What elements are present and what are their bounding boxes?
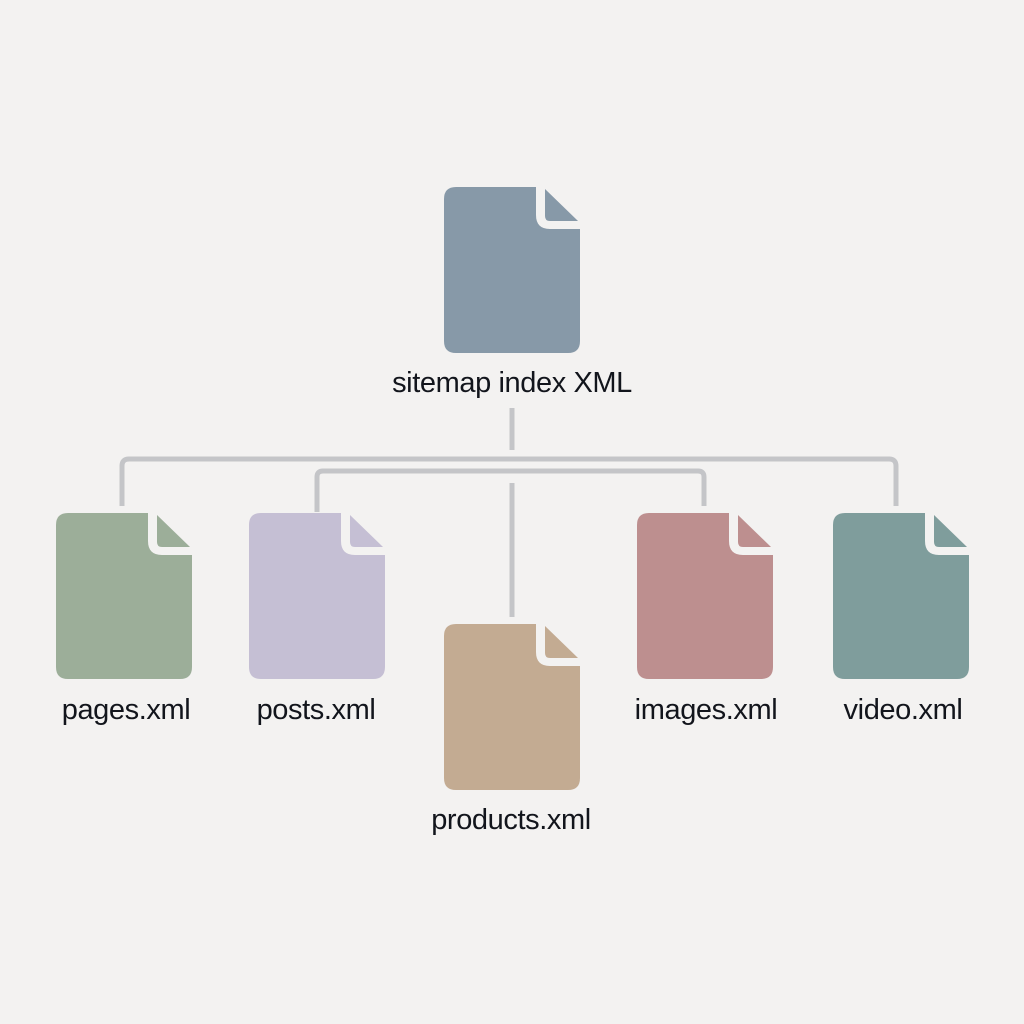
child-label-video: video.xml: [843, 694, 963, 726]
outer-branch-line: [119, 456, 899, 506]
file-icon: [444, 187, 580, 353]
inner-branch-line: [314, 468, 707, 512]
child-label-products: products.xml: [431, 804, 591, 836]
file-icon: [833, 513, 969, 679]
child-label-posts: posts.xml: [256, 694, 376, 726]
root-label: sitemap index XML: [392, 367, 632, 399]
file-icon: [637, 513, 773, 679]
file-icon: [444, 624, 580, 790]
file-icon: [249, 513, 385, 679]
child-label-pages: pages.xml: [61, 694, 191, 726]
child-label-images: images.xml: [634, 694, 778, 726]
file-icon: [56, 513, 192, 679]
